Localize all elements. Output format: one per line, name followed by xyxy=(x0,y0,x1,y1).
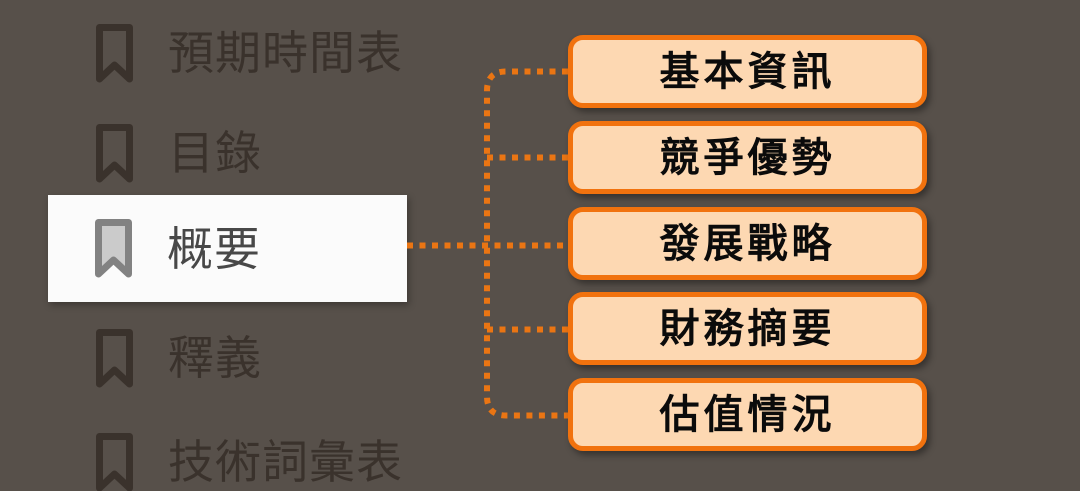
bookmark-icon xyxy=(96,432,133,491)
bookmark-item-label: 釋義 xyxy=(168,332,262,384)
node-label: 估值情況 xyxy=(659,392,836,437)
bookmark-item-table-of-contents[interactable]: 目錄 xyxy=(48,112,407,194)
bookmark-item-label: 目錄 xyxy=(168,127,262,179)
bookmark-item-overview-selected[interactable]: 概要 xyxy=(48,195,407,302)
node-development-strategy[interactable]: 發展戰略 xyxy=(568,207,927,280)
bookmark-item-expected-timetable[interactable]: 預期時間表 xyxy=(48,12,407,94)
node-basic-info[interactable]: 基本資訊 xyxy=(568,35,927,108)
bookmark-icon xyxy=(96,328,133,387)
bookmark-icon xyxy=(96,23,133,82)
node-competitive-advantages[interactable]: 競爭優勢 xyxy=(568,121,927,194)
node-label: 發展戰略 xyxy=(659,221,836,266)
bookmark-icon xyxy=(95,219,132,278)
bookmark-item-label: 預期時間表 xyxy=(168,27,403,79)
bookmark-item-definitions[interactable]: 釋義 xyxy=(48,317,407,399)
node-financial-summary[interactable]: 財務摘要 xyxy=(568,292,927,365)
node-label: 財務摘要 xyxy=(659,306,836,351)
connector-lines xyxy=(407,68,568,419)
bookmark-item-technical-glossary[interactable]: 技術詞彙表 xyxy=(48,421,407,491)
bookmark-item-label: 概要 xyxy=(167,222,261,275)
node-valuation[interactable]: 估值情況 xyxy=(568,378,927,451)
bookmark-item-label: 技術詞彙表 xyxy=(168,436,403,488)
bookmark-icon xyxy=(96,123,133,182)
node-label: 競爭優勢 xyxy=(659,135,836,180)
node-label: 基本資訊 xyxy=(659,49,836,94)
